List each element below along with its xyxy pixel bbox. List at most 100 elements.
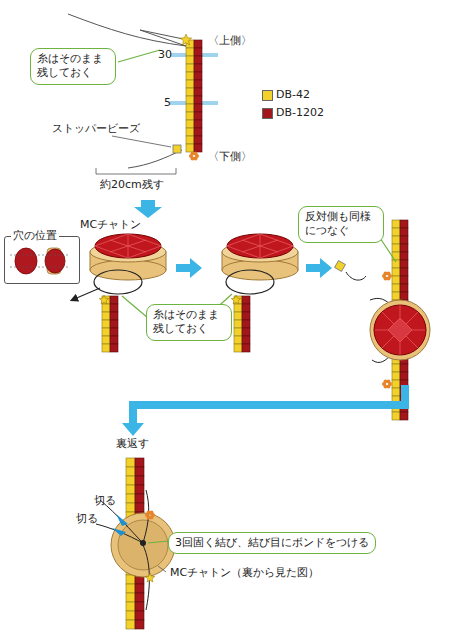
star-mark bbox=[231, 295, 241, 304]
bead bbox=[400, 220, 408, 228]
chaton bbox=[370, 300, 430, 360]
bead bbox=[400, 372, 408, 380]
flow-arrow bbox=[134, 200, 162, 218]
bead bbox=[400, 252, 408, 260]
bead bbox=[194, 72, 202, 80]
end-mark bbox=[194, 151, 198, 155]
bead bbox=[392, 276, 400, 284]
bead bbox=[194, 48, 202, 56]
thread bbox=[68, 14, 186, 46]
hole-position-icon bbox=[10, 248, 70, 274]
bead bbox=[126, 611, 135, 620]
bead bbox=[392, 236, 400, 244]
bead bbox=[186, 56, 194, 64]
bead-column bbox=[186, 40, 202, 152]
callout-text: 糸はそのまま残しておく bbox=[153, 308, 225, 337]
dimension-bracket bbox=[96, 168, 176, 174]
bead bbox=[392, 244, 400, 252]
bead bbox=[392, 268, 400, 276]
bead bbox=[186, 144, 194, 152]
bead bbox=[126, 620, 135, 629]
bead bbox=[234, 312, 242, 320]
bead bbox=[135, 584, 144, 593]
legend-text: DB-1202 bbox=[276, 106, 324, 120]
bead bbox=[400, 292, 408, 300]
bead bbox=[400, 412, 408, 420]
bead bbox=[186, 48, 194, 56]
end-mark bbox=[150, 510, 154, 514]
bead bbox=[194, 80, 202, 88]
stopper-bead bbox=[335, 261, 346, 272]
bead bbox=[234, 304, 242, 312]
bead bbox=[392, 292, 400, 300]
bead bbox=[110, 320, 118, 328]
bead bbox=[110, 304, 118, 312]
bead bbox=[392, 364, 400, 372]
bead bbox=[234, 336, 242, 344]
bead bbox=[194, 136, 202, 144]
bead bbox=[110, 336, 118, 344]
bead bbox=[102, 304, 110, 312]
bead bbox=[194, 104, 202, 112]
bead bbox=[126, 476, 135, 485]
cut-note: 切る bbox=[76, 512, 98, 526]
flow-arrow bbox=[306, 258, 332, 278]
bead bbox=[135, 503, 144, 512]
bead bbox=[194, 96, 202, 104]
bead bbox=[400, 244, 408, 252]
bead bbox=[392, 220, 400, 228]
bead bbox=[194, 64, 202, 72]
part-name: MCチャトン bbox=[80, 218, 141, 232]
star-mark bbox=[145, 573, 155, 582]
bead bbox=[110, 328, 118, 336]
bead bbox=[126, 575, 135, 584]
legend-text: DB-42 bbox=[276, 88, 310, 102]
bead bbox=[194, 88, 202, 96]
bead bbox=[135, 458, 144, 467]
bead bbox=[242, 328, 250, 336]
bead-column bbox=[234, 296, 250, 352]
bead bbox=[242, 320, 250, 328]
bead bbox=[194, 120, 202, 128]
bead bbox=[242, 304, 250, 312]
bead bbox=[392, 228, 400, 236]
bead bbox=[135, 476, 144, 485]
bead bbox=[234, 328, 242, 336]
bead bbox=[234, 344, 242, 352]
bead bbox=[194, 112, 202, 120]
bead bbox=[102, 320, 110, 328]
leader-line bbox=[112, 136, 171, 147]
star-mark bbox=[180, 34, 191, 45]
bead bbox=[135, 602, 144, 611]
bead bbox=[194, 128, 202, 136]
bead bbox=[135, 611, 144, 620]
bead bbox=[126, 584, 135, 593]
bead bbox=[194, 144, 202, 152]
bead bbox=[102, 344, 110, 352]
knot bbox=[140, 540, 146, 546]
bead bbox=[186, 80, 194, 88]
bead bbox=[242, 312, 250, 320]
side-label: 〈下側〉 bbox=[208, 150, 252, 164]
bead bbox=[242, 296, 250, 304]
stopper-bead bbox=[173, 145, 181, 153]
bead bbox=[392, 380, 400, 388]
bead bbox=[392, 372, 400, 380]
bead bbox=[135, 467, 144, 476]
leader-line bbox=[122, 296, 148, 318]
thread bbox=[96, 490, 149, 610]
bead bbox=[126, 503, 135, 512]
bead bbox=[126, 485, 135, 494]
bead bbox=[400, 276, 408, 284]
chaton-back bbox=[111, 513, 175, 577]
bead-column bbox=[102, 296, 118, 352]
bead bbox=[234, 320, 242, 328]
bead bbox=[186, 120, 194, 128]
bead bbox=[186, 64, 194, 72]
bead bbox=[135, 485, 144, 494]
callout-text: 糸はそのまま残しておく bbox=[37, 52, 109, 81]
bead bbox=[400, 284, 408, 292]
bead bbox=[186, 136, 194, 144]
bead bbox=[126, 602, 135, 611]
cut-note: 切る bbox=[94, 494, 116, 508]
